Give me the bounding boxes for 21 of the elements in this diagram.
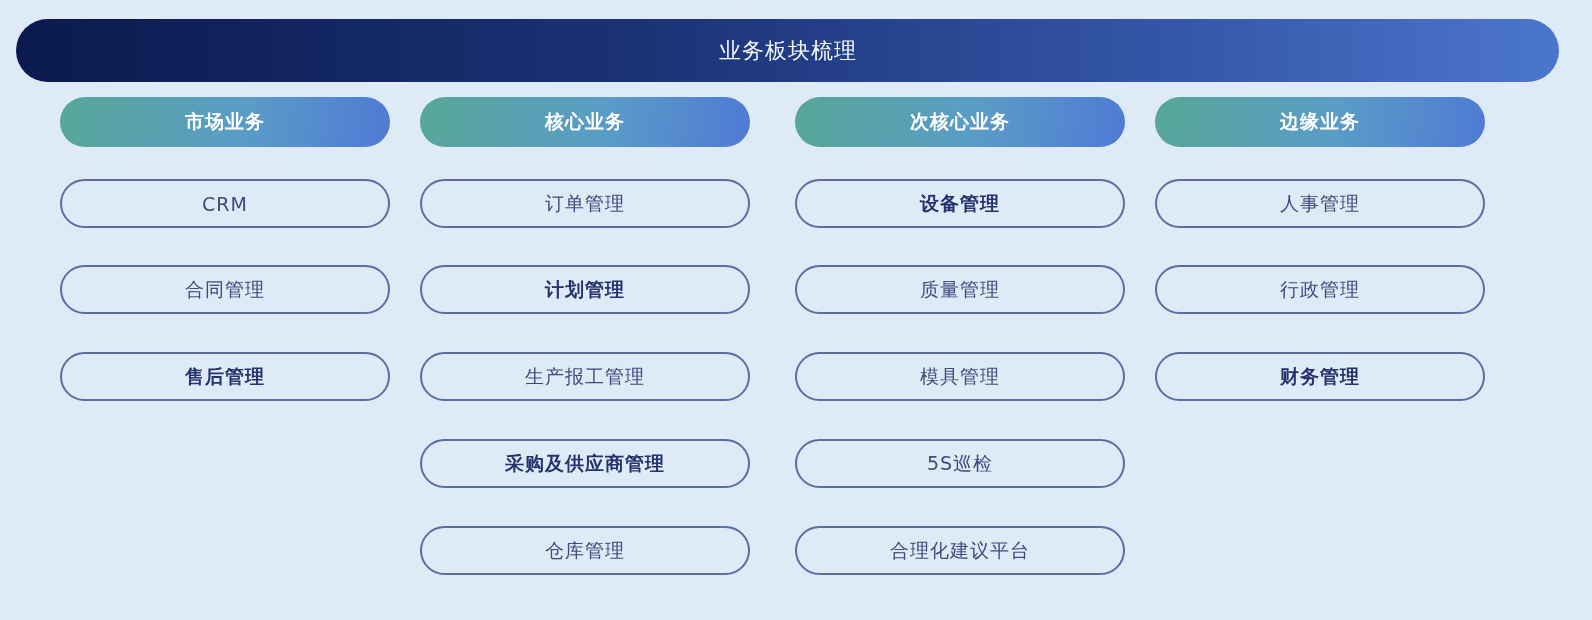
category-header: 次核心业务 [795, 97, 1125, 147]
module-pill: 合同管理 [60, 265, 390, 314]
module-pill: 行政管理 [1155, 265, 1485, 314]
module-pill: 订单管理 [420, 179, 750, 228]
module-pill: 仓库管理 [420, 526, 750, 575]
category-header: 核心业务 [420, 97, 750, 147]
module-pill: 5S巡检 [795, 439, 1125, 488]
module-pill: 人事管理 [1155, 179, 1485, 228]
module-pill: 财务管理 [1155, 352, 1485, 401]
module-pill: 售后管理 [60, 352, 390, 401]
title-banner: 业务板块梳理 [16, 19, 1559, 82]
module-pill: 设备管理 [795, 179, 1125, 228]
module-pill: 计划管理 [420, 265, 750, 314]
module-pill: CRM [60, 179, 390, 228]
category-header: 边缘业务 [1155, 97, 1485, 147]
category-header: 市场业务 [60, 97, 390, 147]
module-pill: 生产报工管理 [420, 352, 750, 401]
module-pill: 合理化建议平台 [795, 526, 1125, 575]
module-pill: 模具管理 [795, 352, 1125, 401]
module-pill: 质量管理 [795, 265, 1125, 314]
module-pill: 采购及供应商管理 [420, 439, 750, 488]
